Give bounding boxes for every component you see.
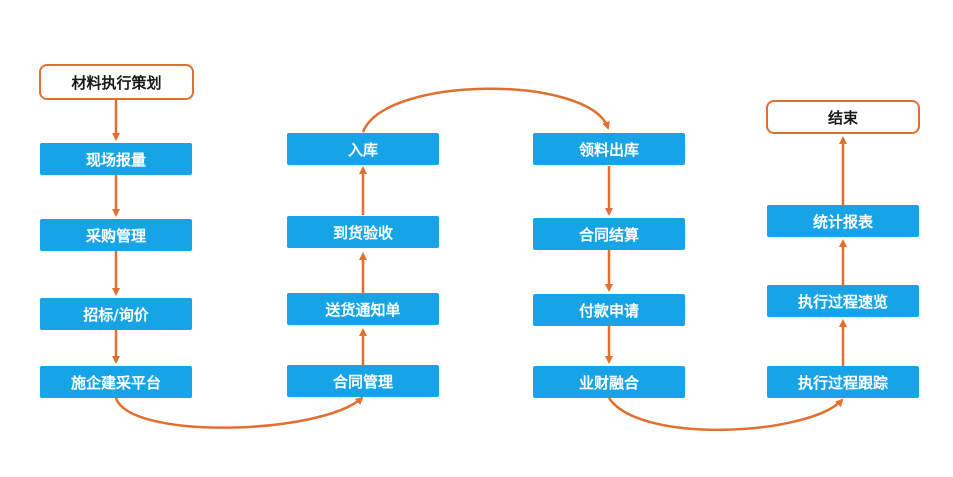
step-execution-tracking: 执行过程跟踪 <box>767 366 919 398</box>
step-delivery-notice: 送货通知单 <box>287 293 439 325</box>
start-node: 材料执行策划 <box>39 64 194 100</box>
step-business-finance-integration: 业财融合 <box>533 366 685 398</box>
arrow-platform-to-contract <box>114 396 364 429</box>
step-site-quantity: 现场报量 <box>40 143 192 175</box>
step-warehousing: 入库 <box>287 133 439 165</box>
step-statistical-report: 统计报表 <box>767 205 919 237</box>
step-bidding-inquiry: 招标/询价 <box>40 298 192 330</box>
arrow-warehousing-to-issue <box>361 87 610 133</box>
step-payment-request: 付款申请 <box>533 294 685 326</box>
step-contract-management: 合同管理 <box>287 365 439 397</box>
step-material-issue: 领料出库 <box>533 133 685 165</box>
step-contract-settlement: 合同结算 <box>533 218 685 250</box>
arrow-integration-to-tracking <box>607 397 844 432</box>
step-execution-overview: 执行过程速览 <box>767 285 919 317</box>
end-node: 结束 <box>766 100 920 134</box>
step-procurement: 采购管理 <box>40 219 192 251</box>
step-arrival-acceptance: 到货验收 <box>287 216 439 248</box>
step-procurement-platform: 施企建采平台 <box>40 366 192 398</box>
